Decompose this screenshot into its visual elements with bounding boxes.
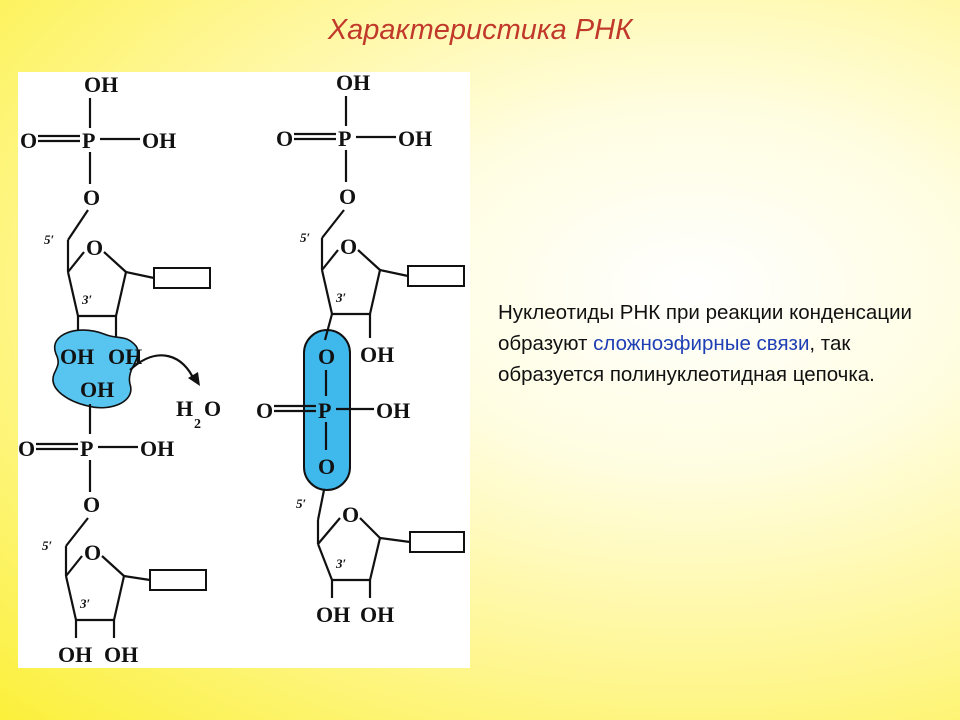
left-nucleotide-bottom: O P OH O 5′ O 3′ OH OH bbox=[18, 404, 207, 667]
atom-label: P bbox=[80, 436, 93, 461]
atom-label: O bbox=[318, 454, 335, 479]
atom-label: OH bbox=[140, 436, 174, 461]
right-nucleotide-top: OH O P OH O 5′ O 3′ OH bbox=[276, 72, 465, 367]
ester-bond-term: сложноэфирные связи bbox=[593, 331, 810, 355]
atom-label: P bbox=[338, 126, 351, 151]
atom-label: O bbox=[84, 540, 101, 565]
atom-label: O bbox=[318, 344, 335, 369]
base-placeholder-box bbox=[153, 267, 211, 289]
atom-label: OH bbox=[336, 72, 370, 95]
atom-label: O bbox=[20, 128, 37, 153]
right-nucleotide-bottom: 5′ O 3′ OH OH bbox=[296, 489, 465, 627]
atom-label: O bbox=[83, 185, 100, 210]
condensation-highlight bbox=[52, 329, 139, 409]
carbon-label: 3′ bbox=[335, 556, 347, 571]
atom-label: O bbox=[340, 234, 357, 259]
atom-label: O bbox=[276, 126, 293, 151]
description-text: Нуклеотиды РНК при реакции конденсации о… bbox=[498, 297, 918, 390]
atom-label: O bbox=[342, 502, 359, 527]
atom-label: OH bbox=[360, 602, 394, 627]
rna-condensation-diagram: OH O P OH O 5′ O 3′ bbox=[18, 72, 470, 668]
atom-label: OH bbox=[142, 128, 176, 153]
atom-label: OH bbox=[104, 642, 138, 667]
atom-label: P bbox=[82, 128, 95, 153]
left-nucleotide-top: OH O P OH O 5′ O 3′ bbox=[20, 72, 211, 342]
atom-label: O bbox=[86, 235, 103, 260]
ester-bridge-atoms: O O P OH O bbox=[256, 313, 410, 479]
atom-label: OH bbox=[376, 398, 410, 423]
base-placeholder-box bbox=[409, 531, 465, 553]
diagram-svg: OH O P OH O 5′ O 3′ bbox=[18, 72, 465, 667]
atom-label: O bbox=[256, 398, 273, 423]
carbon-label: 3′ bbox=[79, 596, 91, 611]
atom-label: OH bbox=[316, 602, 350, 627]
atom-label: OH bbox=[84, 72, 118, 97]
carbon-label: 3′ bbox=[81, 292, 93, 307]
atom-label: P bbox=[318, 398, 331, 423]
carbon-label: 3′ bbox=[335, 290, 347, 305]
svg-text:O: O bbox=[204, 396, 221, 421]
base-placeholder-box bbox=[149, 569, 207, 591]
atom-label: OH bbox=[80, 377, 114, 402]
carbon-label: 5′ bbox=[42, 538, 53, 553]
atom-label: OH bbox=[60, 344, 94, 369]
carbon-label: 5′ bbox=[44, 232, 55, 247]
slide-title: Характеристика РНК bbox=[327, 14, 633, 46]
description-part-1: Нуклеотиды РНК при реакции конденсации о… bbox=[498, 300, 912, 355]
atom-label: O bbox=[339, 184, 356, 209]
atom-label: OH bbox=[398, 126, 432, 151]
base-placeholder-box bbox=[407, 265, 465, 287]
atom-label: O bbox=[83, 492, 100, 517]
atom-label: O bbox=[18, 436, 35, 461]
description-part-2: , так образуется полинуклеотидная цепочк… bbox=[498, 331, 875, 386]
water-release-arrow bbox=[129, 354, 196, 381]
water-formula: H 2 O bbox=[176, 396, 221, 432]
atom-label: OH bbox=[360, 342, 394, 367]
carbon-label: 5′ bbox=[300, 230, 311, 245]
carbon-label: 5′ bbox=[296, 496, 307, 511]
svg-text:H: H bbox=[176, 396, 193, 421]
atom-label: OH bbox=[58, 642, 92, 667]
svg-text:2: 2 bbox=[194, 417, 201, 432]
